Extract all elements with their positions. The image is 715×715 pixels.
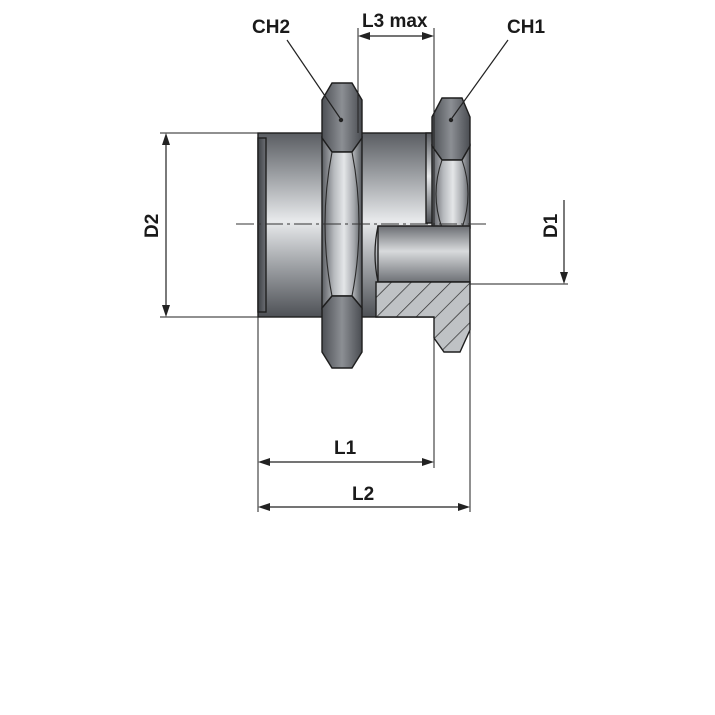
lock-nut-ch2 (321, 82, 363, 369)
thread-section (257, 132, 329, 318)
dim-l2 (258, 330, 471, 512)
label-d1: D1 (541, 213, 562, 238)
dim-d1 (470, 200, 568, 285)
dim-d2 (160, 132, 258, 318)
dim-l1 (257, 317, 435, 512)
label-l2: L2 (352, 484, 374, 505)
label-l3max: L3 max (362, 11, 428, 32)
thread-chamfer (257, 137, 267, 313)
label-ch1: CH1 (507, 17, 545, 38)
section-view (374, 225, 471, 353)
label-d2: D2 (142, 214, 163, 238)
leader-ch1 (448, 39, 509, 123)
leader-ch2 (286, 39, 344, 123)
label-ch2: CH2 (252, 17, 290, 38)
label-l1: L1 (334, 438, 357, 459)
hex-ch1 (431, 97, 471, 229)
dim-l3max (357, 28, 435, 226)
